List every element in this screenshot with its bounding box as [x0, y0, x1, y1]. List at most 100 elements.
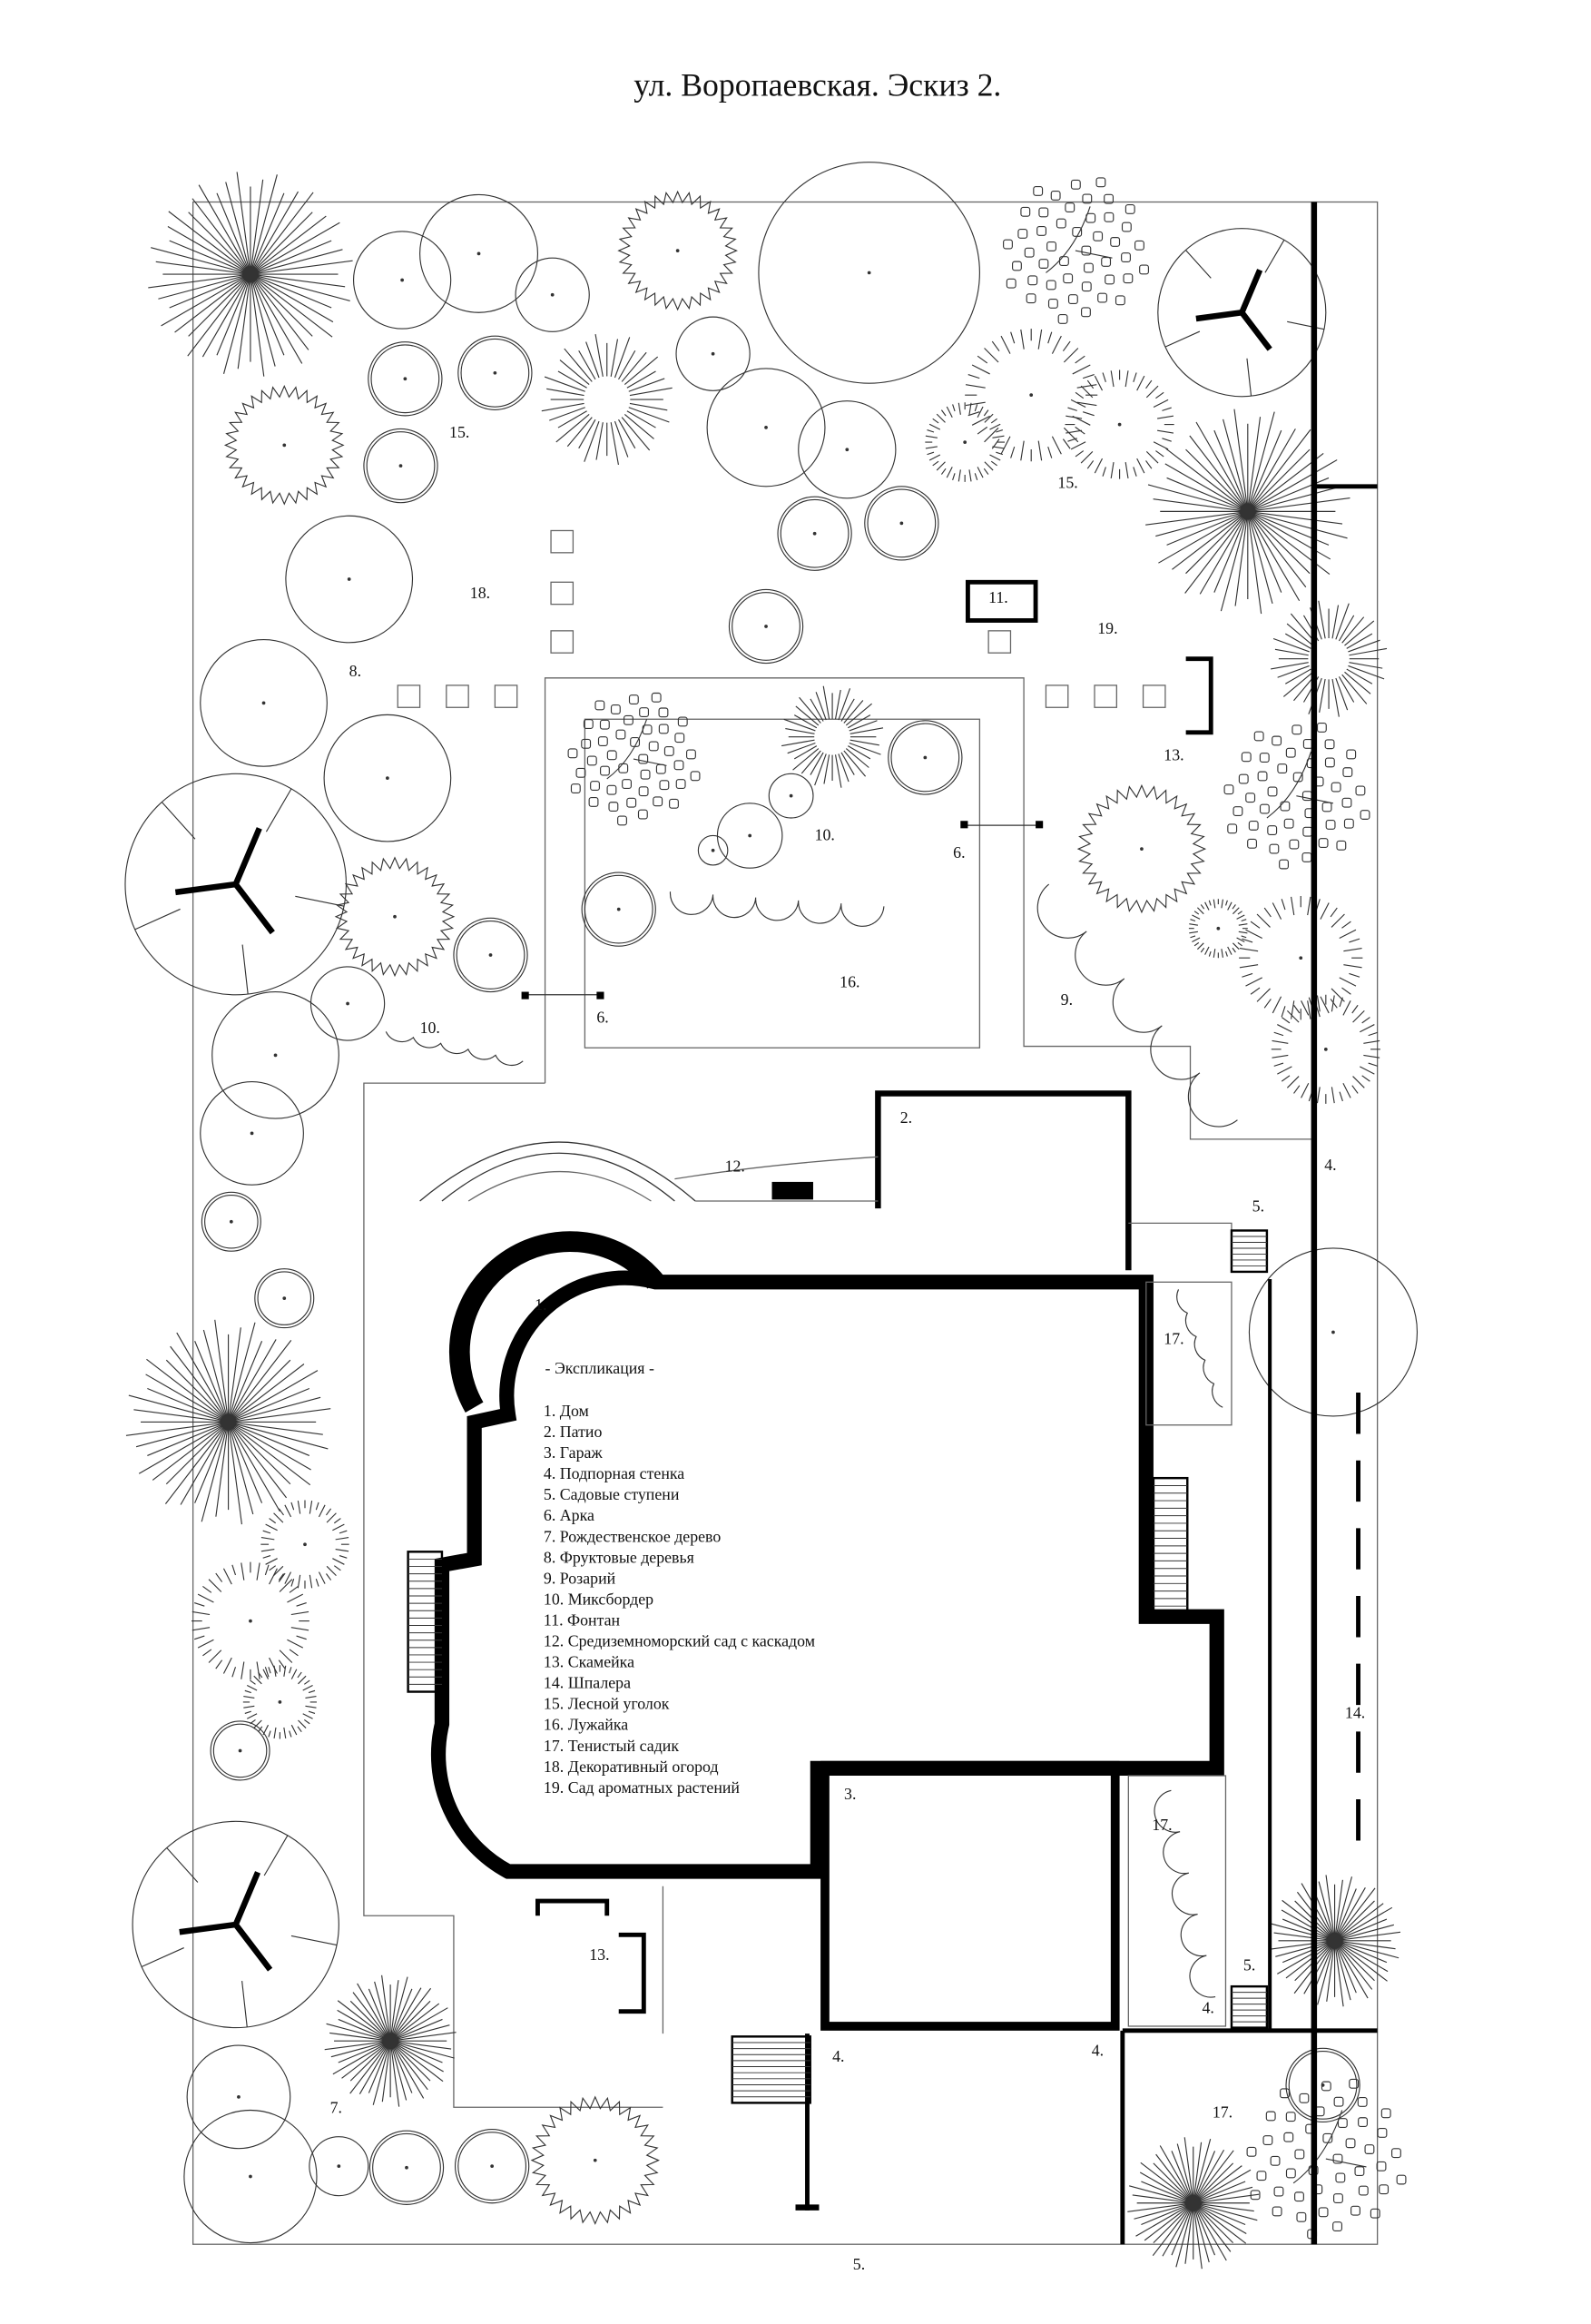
- deciduous-tree-icon: [183, 2109, 318, 2244]
- bench-north: [1185, 656, 1213, 735]
- leafy-tree-icon: [1223, 722, 1370, 870]
- shrub-icon: [363, 428, 438, 504]
- conifer-tree-icon: [1145, 409, 1350, 615]
- feathery-tree-icon: [1188, 899, 1248, 959]
- label-7: 7.: [330, 2099, 342, 2117]
- label-13: 13.: [589, 1945, 609, 1964]
- stairs-icon: [1152, 1476, 1189, 1615]
- shrub-icon: [457, 335, 533, 410]
- label-6: 6.: [953, 843, 965, 862]
- house: [430, 1231, 1224, 1879]
- legend-item: 5. Садовые ступени: [544, 1485, 680, 1503]
- paving-stones: [397, 529, 1166, 708]
- stairs-icon: [731, 2035, 811, 2104]
- plan-title: ул. Воропаевская. Эскиз 2.: [633, 67, 1001, 103]
- label-17: 17.: [1152, 1816, 1172, 1834]
- shrub-border: [1036, 883, 1238, 1128]
- deciduous-tree-icon: [758, 162, 980, 384]
- deciduous-tree-icon: [352, 231, 452, 330]
- label-9: 9.: [1061, 990, 1073, 1009]
- legend-item: 18. Декоративный огород: [544, 1758, 719, 1776]
- conifer-tree-icon: [1269, 1875, 1401, 2007]
- large-tree-icon: [132, 1820, 339, 2029]
- shrub-icon: [453, 917, 528, 993]
- retaining-walls: [662, 202, 1378, 2245]
- label-10: 10.: [815, 825, 835, 843]
- deciduous-tree-icon: [1248, 1247, 1419, 1417]
- feathery-tree-icon: [192, 1561, 309, 1680]
- sunburst-shrub-icon: [781, 685, 884, 788]
- feathery-tree-icon: [1271, 994, 1380, 1104]
- legend-item: 6. Арка: [544, 1506, 594, 1524]
- shrub-icon: [254, 1268, 315, 1329]
- shrub-icon: [864, 486, 939, 561]
- legend-item: 14. Шпалера: [544, 1674, 631, 1692]
- deciduous-tree-icon: [798, 400, 897, 499]
- shrub-icon: [368, 341, 443, 417]
- deciduous-tree-icon: [675, 316, 751, 391]
- label-10: 10.: [420, 1019, 440, 1037]
- legend: - Экспликация - 1. Дом 2. Патио 3. Гараж 4.…: [544, 1359, 815, 1797]
- spiky-tree-icon: [334, 856, 456, 978]
- shrub-icon: [1285, 2047, 1360, 2123]
- stairs-icon: [1230, 1984, 1269, 2029]
- conifer-tree-icon: [324, 1974, 457, 2107]
- fountain: [965, 579, 1038, 623]
- label-4: 4.: [1324, 1156, 1336, 1174]
- deciduous-tree-icon: [697, 834, 729, 866]
- legend-item: 15. Лесной уголок: [544, 1695, 670, 1713]
- label-17: 17.: [1213, 2103, 1233, 2122]
- legend-item: 9. Розарий: [544, 1569, 616, 1587]
- lawn-area: [584, 718, 981, 1049]
- label-15: 15.: [449, 423, 469, 441]
- leafy-tree-icon: [567, 692, 701, 826]
- label-4: 4.: [832, 2047, 844, 2065]
- shrub-border: [385, 1031, 524, 1066]
- label-19: 19.: [1097, 619, 1117, 637]
- cascade-garden: [419, 1141, 879, 1202]
- deciduous-tree-icon: [515, 257, 590, 332]
- legend-item: 8. Фруктовые деревья: [544, 1548, 694, 1566]
- conifer-tree-icon: [1127, 2137, 1260, 2270]
- legend-item: 11. Фонтан: [544, 1610, 621, 1629]
- label-5: 5.: [853, 2255, 865, 2273]
- label-15: 15.: [1057, 473, 1077, 491]
- legend-heading: - Экспликация -: [545, 1359, 654, 1377]
- garden-steps: [407, 1229, 1269, 2211]
- legend-item: 2. Патио: [544, 1423, 603, 1441]
- deciduous-tree-icon: [285, 515, 414, 644]
- site-boundary: [192, 201, 1379, 2245]
- spiky-tree-icon: [223, 384, 345, 506]
- label-14: 14.: [1345, 1704, 1365, 1722]
- deciduous-tree-icon: [716, 803, 783, 869]
- legend-item: 1. Дом: [544, 1402, 589, 1420]
- label-1: 1.: [535, 1295, 546, 1314]
- deciduous-tree-icon: [768, 773, 814, 819]
- garage: [820, 1760, 1120, 2031]
- leafy-tree-icon: [1003, 177, 1149, 324]
- legend-item: 12. Средиземноморский сад с каскадом: [544, 1632, 815, 1650]
- legend-item: 7. Рождественское дерево: [544, 1527, 721, 1545]
- large-tree-icon: [124, 773, 348, 996]
- bench-south: [535, 1898, 646, 2014]
- legend-item: 16. Лужайка: [544, 1716, 628, 1734]
- stairs-icon: [407, 1551, 444, 1693]
- shrub-icon: [888, 720, 963, 795]
- deciduous-tree-icon: [706, 368, 826, 487]
- plants-layer: [124, 162, 1419, 2270]
- label-5: 5.: [1243, 1955, 1255, 1974]
- label-4: 4.: [1092, 2041, 1104, 2059]
- conifer-tree-icon: [125, 1319, 331, 1525]
- shrub-icon: [454, 2129, 530, 2204]
- legend-item: 10. Миксбордер: [544, 1590, 653, 1608]
- deciduous-tree-icon: [323, 714, 452, 842]
- shrub-border: [1176, 1289, 1223, 1408]
- label-2: 2.: [900, 1108, 912, 1127]
- deciduous-tree-icon: [309, 2136, 369, 2197]
- legend-item: 4. Подпорная стенка: [544, 1464, 684, 1482]
- deciduous-tree-icon: [309, 966, 386, 1041]
- legend-item: 3. Гараж: [544, 1443, 603, 1462]
- label-12: 12.: [725, 1157, 745, 1176]
- stairs-icon: [1230, 1229, 1269, 1274]
- label-16: 16.: [840, 973, 859, 991]
